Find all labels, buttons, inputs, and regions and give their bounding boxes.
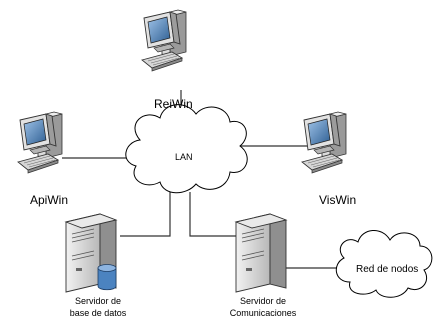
viswin-computer-icon <box>301 111 347 174</box>
communications-server-label: Servidor de Comunicaciones <box>221 295 305 319</box>
database-server-label: Servidor de base de datos <box>58 295 138 319</box>
viswin-label: VisWin <box>319 193 357 207</box>
node-network-label: Red de nodos <box>356 264 419 275</box>
lan-connections <box>62 90 340 269</box>
communications-server-icon <box>235 213 287 293</box>
apiwin-computer-icon <box>17 111 63 174</box>
node-network-cloud <box>335 230 433 298</box>
reiwin-computer-icon <box>141 9 187 72</box>
database-server-label-line1: Servidor de <box>74 296 122 306</box>
communications-server-label-line1: Servidor de <box>239 296 287 306</box>
link-db-server <box>120 192 171 237</box>
database-icon <box>97 264 117 291</box>
lan-cloud <box>125 104 248 194</box>
database-server-label-line2: base de datos <box>69 308 127 318</box>
lan-label: LAN <box>175 152 193 162</box>
apiwin-label: ApiWin <box>30 193 69 207</box>
communications-server-label-line2: Comunicaciones <box>229 308 297 318</box>
link-comm-server <box>189 192 240 237</box>
reiwin-label: ReiWin <box>154 97 193 111</box>
